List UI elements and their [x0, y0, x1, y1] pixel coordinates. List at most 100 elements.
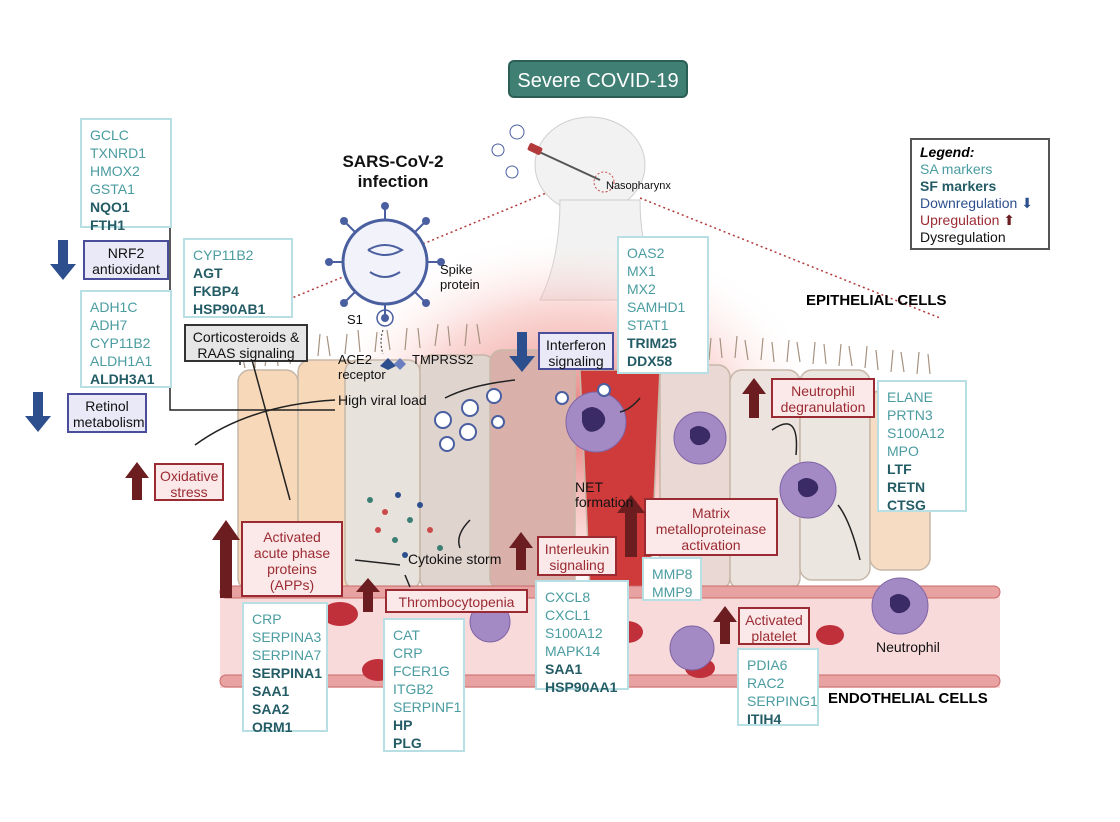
gene-marker: SAA1 — [252, 683, 290, 699]
nasopharynx-label: Nasopharynx — [606, 180, 671, 192]
gene-marker: PRTN3 — [887, 407, 933, 423]
up-arrow-icon — [509, 532, 533, 570]
up-arrow-icon — [742, 378, 766, 418]
gene-marker: GSTA1 — [90, 181, 135, 197]
up-arrow-icon — [212, 520, 240, 598]
spike-protein-label: Spike protein — [440, 262, 480, 292]
gene-marker: HSP90AA1 — [545, 679, 618, 695]
net-formation-label: NET formation — [575, 479, 634, 510]
pathway-nrf2-antioxidant: NRF2 antioxidant — [83, 240, 169, 280]
gene-marker: HP — [393, 717, 413, 733]
sars-cov-2-virion — [325, 202, 445, 370]
figure-title: Severe COVID-19 — [508, 60, 688, 98]
gene-marker: ADH1C — [90, 299, 138, 315]
gene-marker: TXNRD1 — [90, 145, 147, 161]
gene-marker: CRP — [252, 611, 282, 627]
perspective-line-left — [274, 174, 591, 306]
s1-label: S1 — [347, 312, 363, 327]
pathway-corticosteroids-raas: Corticosteroids & RAAS signaling — [184, 324, 308, 362]
pathway-neutrophil-degranulation: Neutrophil degranulation — [771, 378, 875, 418]
pathway-acute-phase-proteins: Activated acute phase proteins (APPs) — [241, 521, 343, 597]
gene-marker: DDX58 — [627, 353, 673, 369]
gene-marker: NQO1 — [90, 199, 130, 215]
up-arrow-icon — [125, 462, 149, 500]
pathway-retinol-metabolism: Retinol metabolism — [67, 393, 147, 433]
gene-marker: STAT1 — [627, 317, 669, 333]
legend: Legend: SA markers SF markers Downregula… — [910, 138, 1050, 250]
gene-marker: ELANE — [887, 389, 933, 405]
legend-dysregulation: Dysregulation — [920, 229, 1006, 245]
pathway-interferon-signaling: Interferon signaling — [538, 332, 614, 370]
gene-marker: RAC2 — [747, 675, 785, 691]
gene-marker: MX2 — [627, 281, 656, 297]
gene-marker: MX1 — [627, 263, 656, 279]
gene-marker: RETN — [887, 479, 926, 495]
gene-marker: OAS2 — [627, 245, 665, 261]
gene-marker: SAA1 — [545, 661, 583, 677]
legend-downregulation: Downregulation ⬇ — [920, 195, 1040, 212]
pathway-mmp-activation: Matrix metalloproteinase activation — [644, 498, 778, 556]
gene-marker: MAPK14 — [545, 643, 601, 659]
gene-marker: MPO — [887, 443, 919, 459]
ace2-receptor-label: ACE2 receptor — [338, 352, 386, 382]
gene-marker: PDIA6 — [747, 657, 788, 673]
gene-marker: CAT — [393, 627, 420, 643]
down-arrow-icon — [25, 392, 51, 432]
up-arrow-icon: ⬆ — [1003, 212, 1016, 228]
gene-marker: SERPINA7 — [252, 647, 322, 663]
legend-down-label: Downregulation — [920, 195, 1018, 211]
gene-marker: ADH7 — [90, 317, 128, 333]
gene-marker: S100A12 — [887, 425, 945, 441]
neutrophil-label: Neutrophil — [876, 639, 940, 655]
connector-lines — [169, 175, 861, 588]
gene-marker: GCLC — [90, 127, 129, 143]
virus-particles — [434, 383, 611, 452]
perspective-line-right — [639, 197, 941, 319]
gene-marker: SERPINA1 — [252, 665, 323, 681]
gene-marker: ALDH3A1 — [90, 371, 155, 387]
gene-marker: S100A12 — [545, 625, 603, 641]
gene-marker: SERPINF1 — [393, 699, 462, 715]
gene-marker: FCER1G — [393, 663, 450, 679]
pathway-activated-platelet: Activated platelet — [738, 607, 810, 645]
cytokine-dots — [367, 492, 443, 558]
legend-upregulation: Upregulation ⬆ — [920, 212, 1040, 229]
gene-marker: ALDH1A1 — [90, 353, 153, 369]
pathway-thrombocytopenia: Thrombocytopenia — [385, 589, 528, 613]
gene-marker: CYP11B2 — [90, 335, 151, 351]
gene-marker: MMP9 — [652, 584, 693, 600]
cytokine-storm-label: Cytokine storm — [408, 551, 502, 567]
gene-marker: SAMHD1 — [627, 299, 686, 315]
down-arrow-icon — [509, 332, 535, 372]
down-arrow-icon: ⬇ — [1021, 195, 1033, 211]
gene-marker: TRIM25 — [627, 335, 677, 351]
pathway-interleukin-signaling: Interleukin signaling — [537, 536, 617, 576]
infection-label: SARS-CoV-2 infection — [342, 152, 444, 191]
gene-marker: HSP90AB1 — [193, 301, 266, 317]
legend-up-label: Upregulation — [920, 212, 1000, 228]
up-arrow-icon — [356, 578, 380, 612]
gene-marker: ORM1 — [252, 719, 293, 735]
gene-marker: FKBP4 — [193, 283, 239, 299]
epithelial-cells-label: EPITHELIAL CELLS — [806, 292, 947, 309]
gene-marker: AGT — [193, 265, 223, 281]
gene-marker: SAA2 — [252, 701, 290, 717]
pathway-oxidative-stress: Oxidative stress — [154, 463, 224, 501]
legend-title: Legend: — [920, 144, 975, 160]
gene-marker: CXCL1 — [545, 607, 591, 623]
small-virions — [491, 124, 525, 179]
high-viral-load-label: High viral load — [338, 392, 427, 408]
endothelial-cells-label: ENDOTHELIAL CELLS — [828, 690, 988, 707]
tmprss2-label: TMPRSS2 — [412, 352, 474, 367]
